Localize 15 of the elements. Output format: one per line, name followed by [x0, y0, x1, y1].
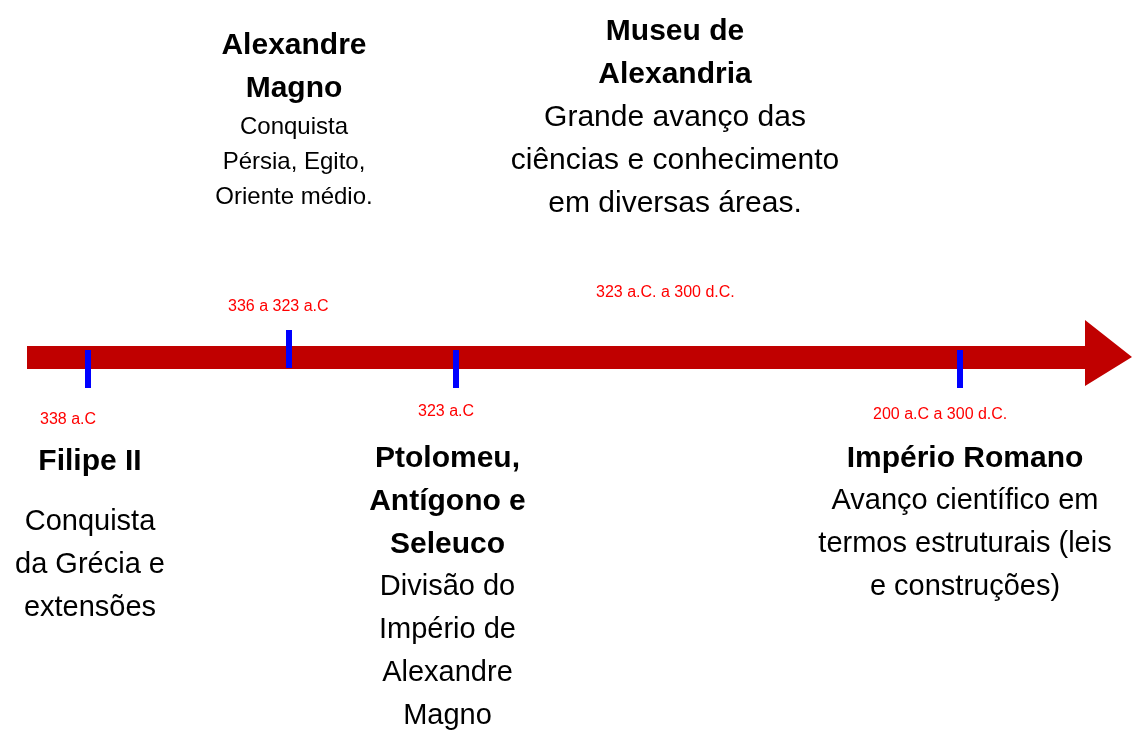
event-description: Conquista Pérsia, Egito, Oriente médio. — [214, 111, 374, 211]
event-title: Museu de Alexandria — [597, 12, 753, 91]
date-label: 336 a 323 a.C — [228, 297, 329, 315]
event-description: Conquista da Grécia e extensões — [14, 503, 166, 624]
event-title: Filipe II — [37, 442, 143, 478]
event-title: Alexandre Magno — [220, 26, 368, 105]
event-title: Império Romano — [845, 439, 1085, 475]
date-label: 200 a.C a 300 d.C. — [873, 405, 1008, 423]
event-description: Divisão do Império de Alexandre Magno — [378, 568, 517, 732]
date-label: 323 a.C — [418, 402, 475, 420]
date-label: 338 a.C — [40, 410, 97, 428]
event-title: Ptolomeu, Antígono e Seleuco — [368, 439, 527, 561]
date-label: 323 a.C. a 300 d.C. — [596, 283, 735, 301]
event-description: Avanço científico em termos estruturais (leis e construções) — [817, 482, 1113, 603]
event-description: Grande avanço das ciências e conhecimento em diversas áreas. — [510, 98, 840, 220]
